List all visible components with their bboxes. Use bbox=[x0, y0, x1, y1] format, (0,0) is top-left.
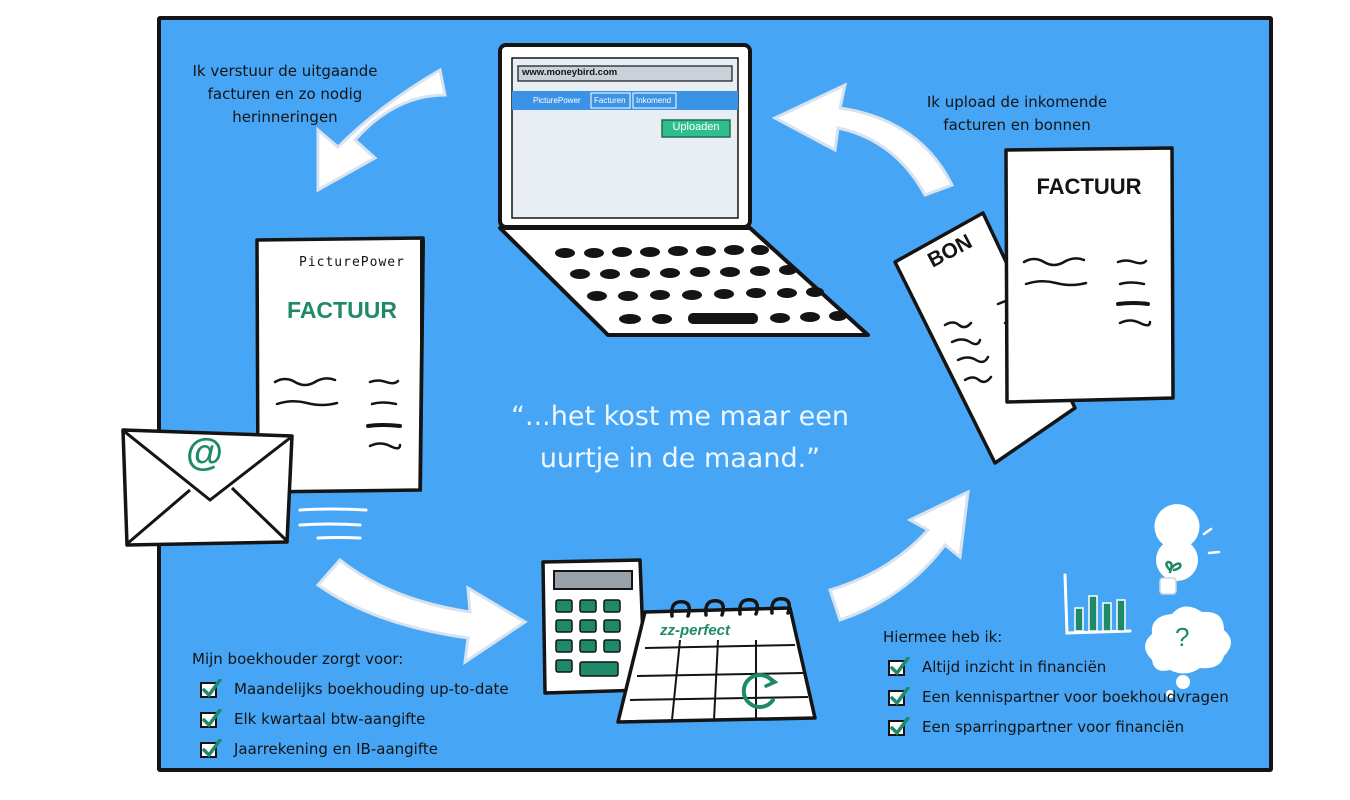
upload-button bbox=[661, 119, 731, 138]
invoice-left-title: FACTUUR bbox=[287, 297, 397, 323]
list-item-label: Een sparringpartner voor financiën bbox=[922, 718, 1185, 736]
calculator bbox=[541, 558, 647, 695]
boekhouder-list: Mijn boekhouder zorgt voor: Maandelijks … bbox=[192, 650, 509, 764]
arrow-calendar-to-receipt bbox=[828, 489, 970, 622]
envelope bbox=[121, 428, 368, 547]
caption-incoming: Ik upload de inkomende facturen en bonne… bbox=[912, 91, 1122, 137]
list-item-label: Altijd inzicht in financiën bbox=[922, 658, 1107, 676]
invoice-left-brand: PicturePower bbox=[299, 255, 405, 270]
question-mark: ? bbox=[1175, 622, 1190, 652]
benefits-list: Hiermee heb ik: Altijd inzicht in financ… bbox=[883, 628, 1229, 742]
caption-outgoing-line: facturen en zo nodig bbox=[207, 85, 363, 103]
tab-facturen-label: Facturen bbox=[594, 96, 626, 105]
email-at-symbol: @ bbox=[186, 432, 224, 474]
checkbox-checked-icon bbox=[888, 717, 910, 736]
benefits-heading: Hiermee heb ik: bbox=[883, 628, 1003, 646]
laptop bbox=[498, 43, 870, 337]
list-item: Maandelijks boekhouding up-to-date bbox=[200, 674, 509, 704]
bar-chart-icon bbox=[1063, 573, 1132, 635]
laptop-keyboard bbox=[555, 245, 847, 324]
refresh-icon bbox=[741, 673, 775, 709]
laptop-screen bbox=[511, 57, 739, 219]
caption-incoming-line: Ik upload de inkomende bbox=[926, 93, 1108, 111]
tab-inkomend-label: Inkomend bbox=[636, 96, 672, 105]
desk-calendar bbox=[616, 597, 817, 724]
list-item: Een kennispartner voor boekhoudvragen bbox=[888, 682, 1229, 712]
url-bar bbox=[517, 65, 733, 82]
quote-line: “...het kost me maar een bbox=[511, 401, 849, 432]
lightbulb-icon bbox=[1154, 504, 1221, 595]
calendar-brand: zz-perfect bbox=[660, 622, 731, 639]
tab-facturen bbox=[590, 92, 631, 109]
quote-line: uurtje in de maand.” bbox=[539, 443, 821, 474]
tab-picturepower bbox=[531, 93, 589, 108]
list-item-label: Elk kwartaal btw-aangifte bbox=[234, 710, 426, 728]
upload-button-label: Uploaden bbox=[672, 121, 720, 133]
checkbox-checked-icon bbox=[888, 687, 910, 706]
invoice-left bbox=[255, 236, 425, 494]
arrow-receipt-to-laptop bbox=[771, 82, 955, 197]
list-item: Een sparringpartner voor financiën bbox=[888, 712, 1229, 742]
list-item-label: Maandelijks boekhouding up-to-date bbox=[234, 680, 509, 698]
arrow-invoice-to-calendar bbox=[315, 557, 528, 666]
checkbox-checked-icon bbox=[200, 679, 222, 698]
url-text: www.moneybird.com bbox=[522, 67, 618, 78]
invoice-right-title: FACTUUR bbox=[1036, 174, 1142, 199]
list-item: Altijd inzicht in financiën bbox=[888, 652, 1229, 682]
list-item: Jaarrekening en IB-aangifte bbox=[200, 734, 509, 764]
quote: “...het kost me maar een uurtje in de ma… bbox=[490, 396, 870, 480]
tab-picturepower-label: PicturePower bbox=[533, 96, 581, 105]
invoice-right bbox=[1004, 146, 1175, 404]
arrow-laptop-to-invoice bbox=[316, 67, 447, 193]
list-item: Elk kwartaal btw-aangifte bbox=[200, 704, 509, 734]
thought-cloud bbox=[1145, 606, 1231, 698]
boekhouder-heading: Mijn boekhouder zorgt voor: bbox=[192, 650, 404, 668]
checkbox-checked-icon bbox=[888, 657, 910, 676]
tab-inkomend bbox=[632, 92, 677, 109]
checkbox-checked-icon bbox=[200, 739, 222, 758]
checkbox-checked-icon bbox=[200, 709, 222, 728]
caption-outgoing-line: Ik verstuur de uitgaande bbox=[192, 62, 378, 80]
list-item-label: Een kennispartner voor boekhoudvragen bbox=[922, 688, 1229, 706]
caption-outgoing: Ik verstuur de uitgaande facturen en zo … bbox=[180, 60, 390, 129]
list-item-label: Jaarrekening en IB-aangifte bbox=[234, 740, 438, 758]
caption-outgoing-line: herinneringen bbox=[232, 108, 338, 126]
caption-incoming-line: facturen en bonnen bbox=[943, 116, 1091, 134]
